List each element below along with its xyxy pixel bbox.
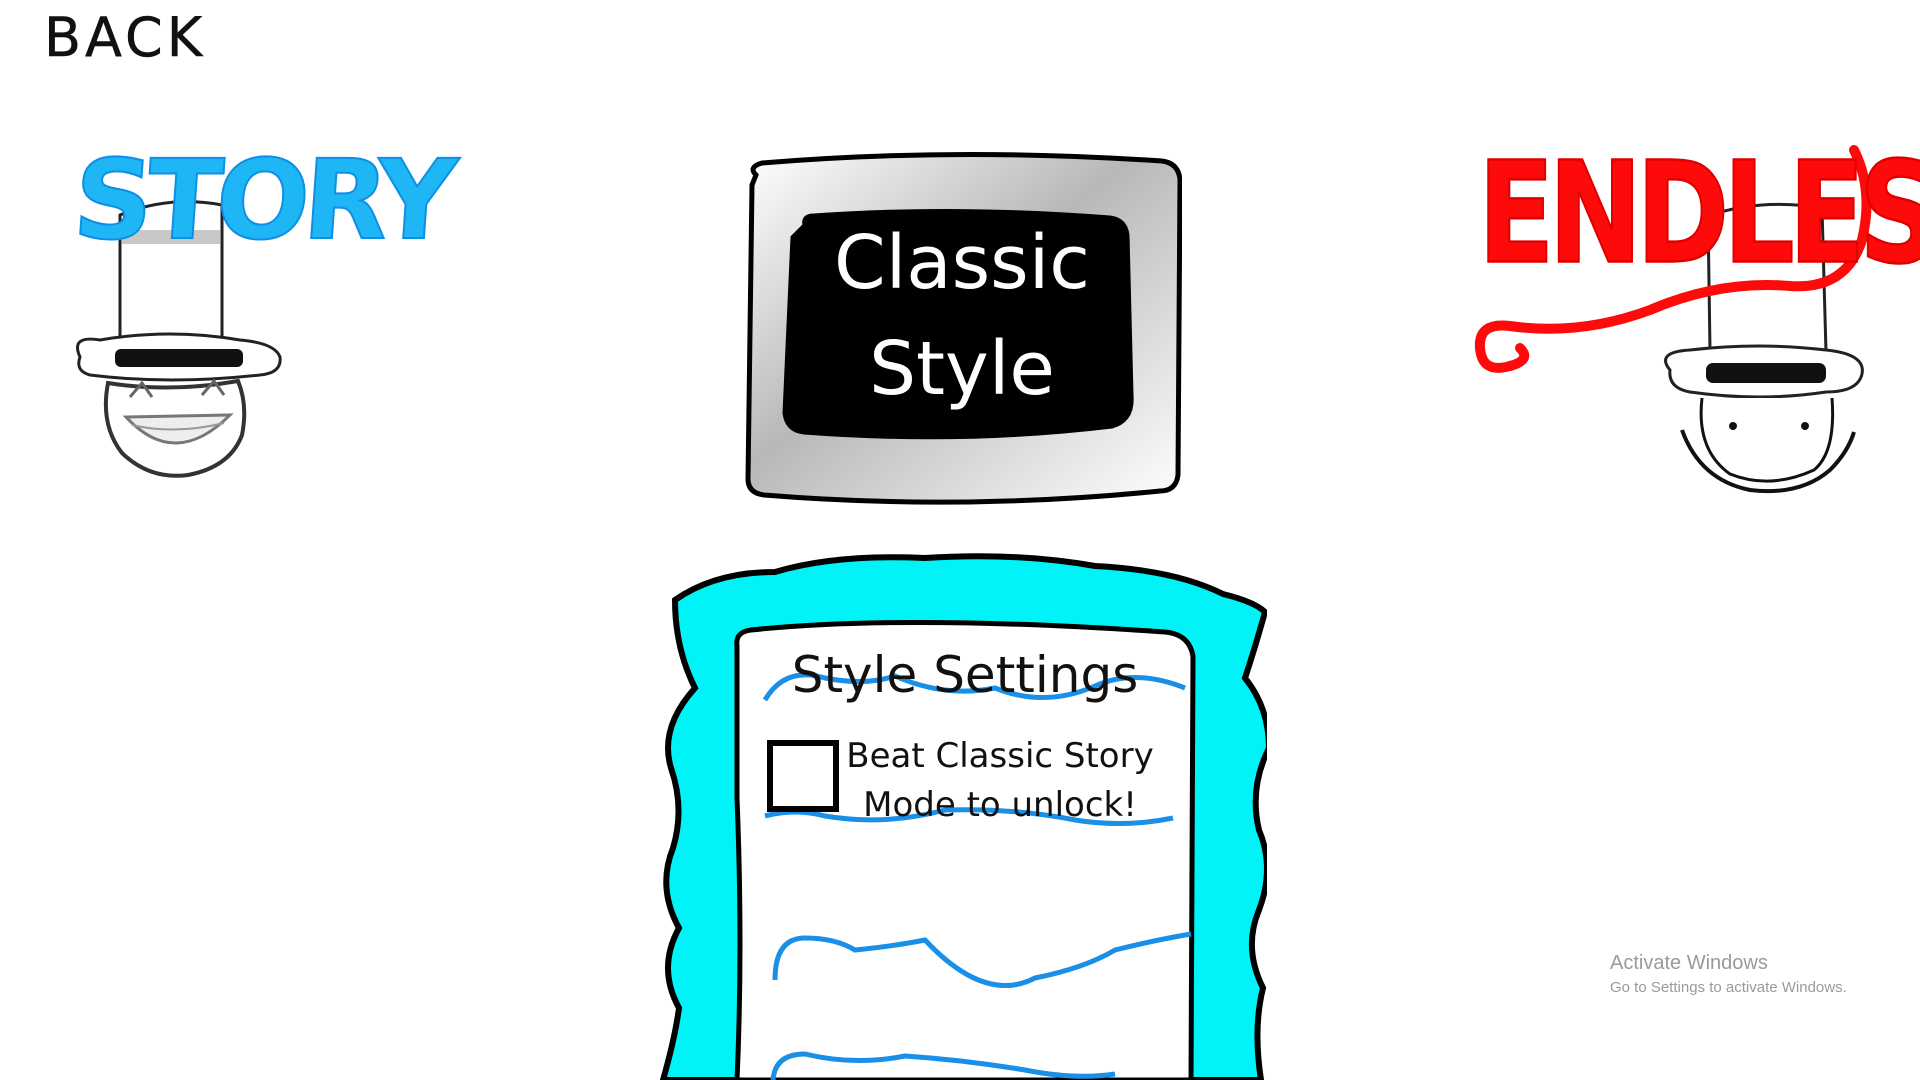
settings-panel-frame xyxy=(659,553,1273,1080)
style-settings-panel: Style Settings Beat Classic Story Mode t… xyxy=(655,548,1273,1080)
style-card-line2: Style xyxy=(869,326,1055,412)
unlock-requirement-text: Beat Classic Story Mode to unlock! xyxy=(845,732,1155,831)
unlock-line2: Mode to unlock! xyxy=(863,785,1137,826)
endless-mascot-icon xyxy=(1474,145,1872,494)
story-mascot-icon xyxy=(76,200,282,478)
unlock-checkbox[interactable] xyxy=(767,740,839,812)
classic-style-card[interactable]: Classic Style xyxy=(742,145,1183,510)
unlock-line1: Beat Classic Story xyxy=(846,736,1154,776)
windows-activation-watermark: Activate Windows Go to Settings to activ… xyxy=(1610,952,1847,996)
style-card-frame xyxy=(745,151,1183,505)
story-title: STORY xyxy=(69,135,456,265)
story-mode-button[interactable]: STORY xyxy=(60,135,456,490)
back-button[interactable]: BACK xyxy=(44,6,207,70)
endless-title: ENDLESS xyxy=(1477,132,1920,296)
watermark-subtitle: Go to Settings to activate Windows. xyxy=(1610,979,1847,996)
watermark-title: Activate Windows xyxy=(1610,952,1768,974)
endless-mode-button[interactable]: ENDLESS xyxy=(1470,130,1920,500)
style-card-line1: Classic xyxy=(834,220,1090,306)
settings-title: Style Settings xyxy=(791,646,1139,704)
